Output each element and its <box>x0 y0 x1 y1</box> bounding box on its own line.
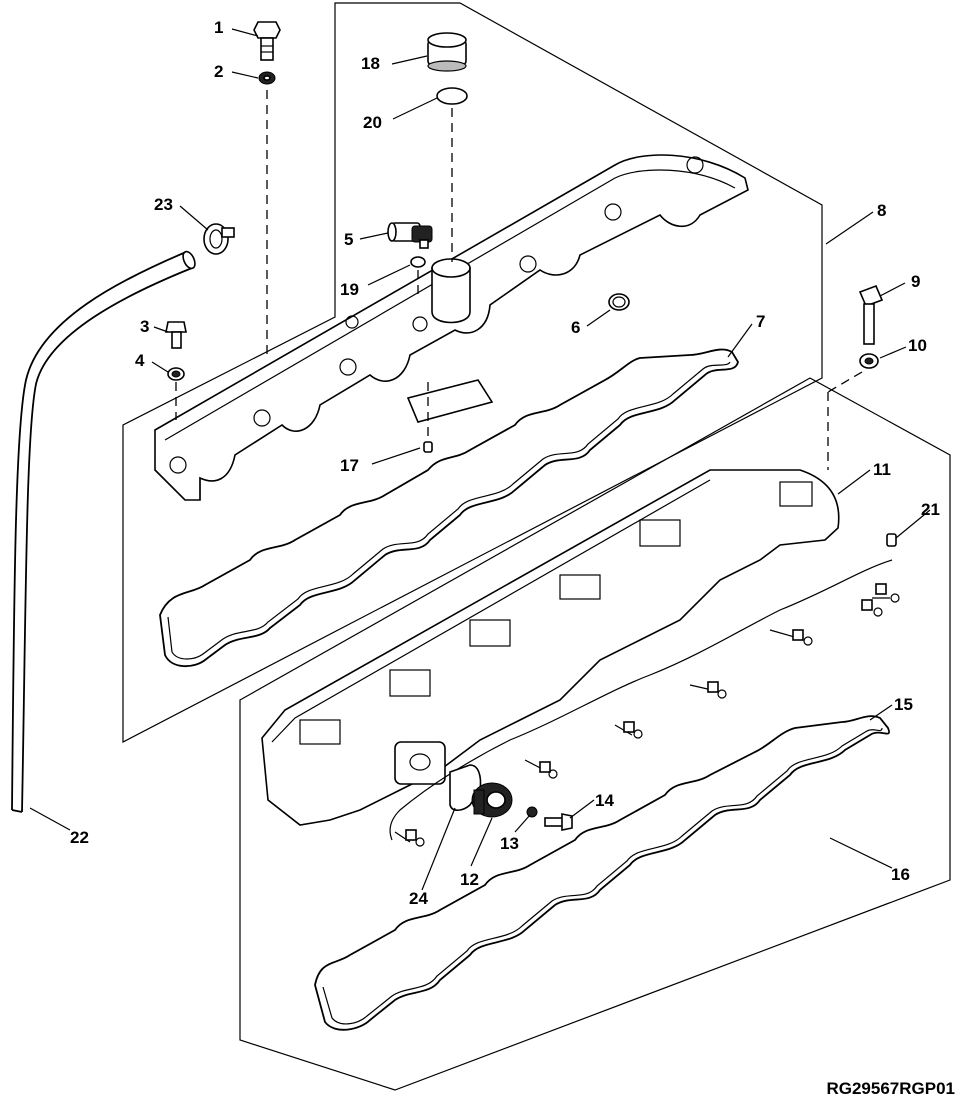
short-cap-screw <box>165 321 187 349</box>
callout-23: 23 <box>154 195 173 214</box>
callout-2: 2 <box>214 62 223 81</box>
callout-24: 24 <box>409 889 428 908</box>
hose-clamp <box>203 223 235 255</box>
callout-8: 8 <box>877 201 886 220</box>
elbow-o-ring <box>410 256 426 268</box>
oil-filler-cap <box>427 32 467 72</box>
connector-screw <box>544 813 573 831</box>
rocker-arm-cover <box>154 154 749 501</box>
callout-4: 4 <box>135 351 145 370</box>
carrier-gasket <box>314 715 890 1031</box>
callout-22: 22 <box>70 828 89 847</box>
callout-1: 1 <box>214 18 223 37</box>
lower-group-frame <box>239 377 951 1091</box>
callout-9: 9 <box>911 272 920 291</box>
callout-15: 15 <box>894 695 913 714</box>
callout-5: 5 <box>344 230 353 249</box>
callout-17: 17 <box>340 456 359 475</box>
wiring-harness <box>389 533 900 847</box>
callout-6: 6 <box>571 318 580 337</box>
callout-13: 13 <box>500 834 519 853</box>
elbow-fitting <box>387 222 433 249</box>
callout-16: 16 <box>891 865 910 884</box>
filler-neck-o-ring <box>608 293 630 311</box>
upper-group-frame <box>122 2 823 743</box>
cover-cap-screw <box>253 21 281 61</box>
callout-7: 7 <box>756 312 765 331</box>
pass-through-connector <box>471 782 513 818</box>
rocker-cover-gasket <box>159 348 739 668</box>
callout-19: 19 <box>340 280 359 299</box>
rocker-arm-carrier <box>261 469 840 826</box>
figure-reference-code: RG29567RGP01 <box>826 1079 955 1098</box>
callout-12: 12 <box>460 870 479 889</box>
callout-14: 14 <box>595 791 614 810</box>
callout-20: 20 <box>363 113 382 132</box>
callout-21: 21 <box>921 500 940 519</box>
cover-plug <box>423 382 433 453</box>
callout-11: 11 <box>873 460 891 479</box>
filler-cap-seal <box>436 87 468 105</box>
callout-18: 18 <box>361 54 380 73</box>
callout-labels: 1 2 3 4 5 6 7 8 9 10 11 12 13 14 15 16 1… <box>70 18 940 908</box>
callout-3: 3 <box>140 317 149 336</box>
leader-lines <box>29 28 931 891</box>
connector-nut <box>526 806 538 818</box>
breather-hose <box>11 250 196 813</box>
callout-10: 10 <box>908 336 927 355</box>
long-cap-screw <box>858 284 884 345</box>
